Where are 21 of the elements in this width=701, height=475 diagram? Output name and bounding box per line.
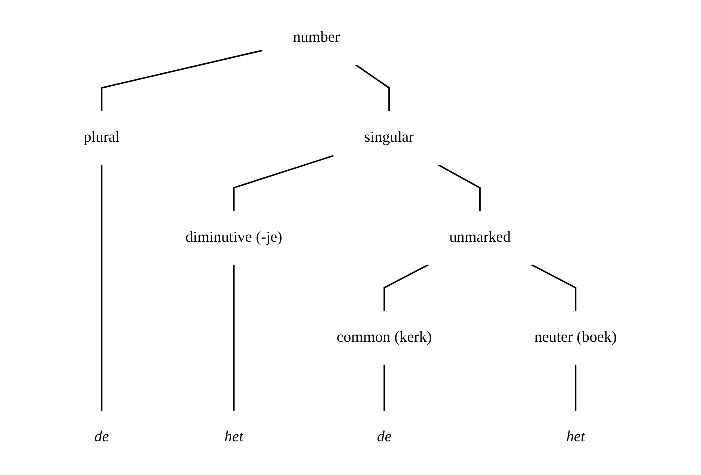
connector	[384, 264, 430, 311]
node-text: number	[293, 29, 340, 46]
connector	[233, 154, 334, 211]
connector	[233, 264, 235, 410]
connector	[575, 364, 577, 410]
connector	[101, 49, 263, 111]
connector	[531, 264, 577, 311]
connector	[355, 64, 390, 111]
node-text: unmarked	[449, 229, 511, 246]
node-text: het	[224, 428, 244, 446]
node-text: common (kerk)	[336, 328, 432, 346]
node-text: plural	[84, 129, 120, 146]
node-text: singular	[364, 129, 414, 146]
connector	[384, 364, 386, 410]
connector	[438, 164, 481, 211]
connector	[101, 164, 103, 410]
node-text: het	[566, 428, 586, 446]
node-text: diminutive (-je)	[186, 229, 283, 246]
node-text: neuter (boek)	[534, 328, 618, 346]
node-text: de	[377, 428, 392, 446]
node-text: de	[94, 428, 110, 446]
